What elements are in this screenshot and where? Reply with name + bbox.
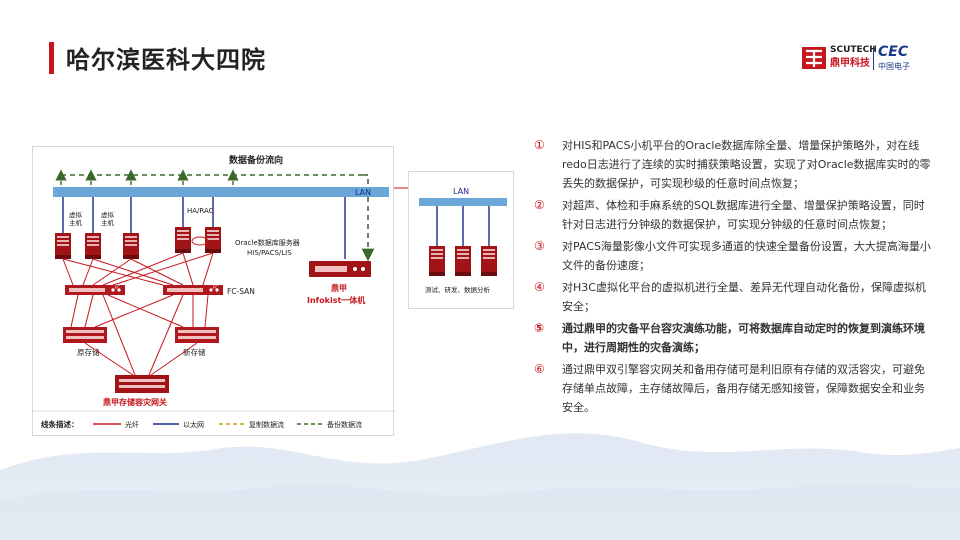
infokist-panel — [315, 266, 347, 272]
logo-partner-cn: 中国电子 — [878, 62, 910, 71]
virtual-host-label-1: 虚拟主机 — [69, 210, 83, 227]
logo-brand-cn: 鼎甲科技 — [830, 58, 870, 69]
gateway-label: 鼎甲存储容灾网关 — [103, 397, 167, 407]
fc-san-label: FC-SAN — [227, 287, 255, 296]
new-storage — [175, 327, 219, 343]
side-connector — [394, 187, 410, 189]
fc-label-left: FC — [115, 285, 120, 290]
list-item-text: 对超声、体检和手麻系统的SQL数据库进行全量、增量保护策略设置，同时针对日志进行… — [562, 199, 925, 231]
infokist-brand-label: 鼎甲 — [331, 283, 347, 293]
side-lan-bar — [419, 198, 507, 206]
logo-brand-en: SCUTECH — [830, 45, 877, 55]
server-virtual-2 — [85, 233, 101, 259]
virtual-host-label-2: 虚拟主机 — [101, 210, 115, 227]
side-server-2 — [455, 246, 471, 276]
his-pacs-lis-label: HIS/PACS/LIS — [247, 249, 292, 257]
dr-gateway — [115, 375, 169, 393]
legend-fiber-label: 光纤 — [125, 420, 139, 429]
list-item: ② 对超声、体检和手麻系统的SQL数据库进行全量、增量保护策略设置，同时针对日志… — [534, 196, 934, 234]
backup-flow-arrow-right — [361, 174, 375, 262]
oracle-server-label: Oracle数据库服务器 — [235, 238, 300, 247]
lan-label: LAN — [355, 188, 371, 197]
server-3 — [123, 233, 139, 259]
list-item: ① 对HIS和PACS小机平台的Oracle数据库除全量、增量保护策略外，对在线… — [534, 136, 934, 193]
architecture-diagram: 数据备份流向 LAN 虚拟主机 虚拟主机 HA/RAC — [32, 146, 395, 436]
list-item: ④ 对H3C虚拟化平台的虚拟机进行全量、差异无代理自动化备份，保障虚拟机安全； — [534, 278, 934, 316]
ha-link — [191, 236, 209, 246]
ha-rac-label: HA/RAC — [187, 207, 214, 215]
original-storage — [63, 327, 107, 343]
background-mountains — [0, 433, 960, 540]
company-logo: SCUTECH 鼎甲科技 CEC 中国电子 — [800, 44, 920, 72]
infokist-light-1 — [353, 267, 357, 271]
list-item-text: 通过鼎甲的灾备平台容灾演练功能，可将数据库自动定时的恢复到演练环境中，进行周期性… — [562, 322, 925, 354]
side-server-1 — [429, 246, 445, 276]
side-lan-label: LAN — [453, 187, 469, 196]
test-env-diagram: LAN 测试、研发、数据分析 — [408, 171, 514, 309]
original-storage-label: 原存储 — [77, 347, 100, 357]
list-item: ⑥ 通过鼎甲双引擎容灾网关和备用存储可是利旧原有存储的双活容灾，可避免存储单点故… — [534, 360, 934, 417]
logo-separator — [873, 46, 874, 70]
list-item-text: 对PACS海量影像小文件可实现多通道的快速全量备份设置，大大提高海量小文件的备份… — [562, 240, 931, 272]
list-item-number: ⑥ — [534, 362, 545, 376]
side-caption: 测试、研发、数据分析 — [425, 285, 491, 294]
infokist-light-2 — [361, 267, 365, 271]
side-server-3 — [481, 246, 497, 276]
legend-backup-label: 备份数据流 — [327, 420, 362, 429]
list-item-number: ③ — [534, 239, 545, 253]
server-virtual-1 — [55, 233, 71, 259]
list-item: ⑤ 通过鼎甲的灾备平台容灾演练功能，可将数据库自动定时的恢复到演练环境中，进行周… — [534, 319, 934, 357]
list-item-text: 通过鼎甲双引擎容灾网关和备用存储可是利旧原有存储的双活容灾，可避免存储单点故障，… — [562, 363, 925, 414]
scutech-logo-icon — [802, 47, 826, 69]
legend-title: 线条描述： — [41, 419, 79, 429]
list-item-text: 对H3C虚拟化平台的虚拟机进行全量、差异无代理自动化备份，保障虚拟机安全； — [562, 281, 926, 313]
infokist-name-label: Infokist一体机 — [307, 295, 365, 305]
list-item-number: ④ — [534, 280, 545, 294]
page-title: 哈尔滨医科大四院 — [66, 46, 266, 74]
list-item-number: ① — [534, 138, 545, 152]
list-item-number: ② — [534, 198, 545, 212]
lan-bar — [53, 187, 389, 197]
legend-replicate-label: 复制数据流 — [249, 420, 284, 429]
server-ha-1 — [175, 227, 191, 253]
new-storage-label: 新存储 — [183, 347, 206, 357]
list-item-text: 对HIS和PACS小机平台的Oracle数据库除全量、增量保护策略外，对在线re… — [562, 139, 931, 190]
legend-ethernet-label: 以太网 — [183, 420, 204, 429]
feature-list: ① 对HIS和PACS小机平台的Oracle数据库除全量、增量保护策略外，对在线… — [534, 136, 934, 420]
list-item-number: ⑤ — [534, 321, 545, 335]
title-accent-bar — [49, 42, 54, 74]
flow-title: 数据备份流向 — [229, 154, 283, 166]
fc-label-right: FC — [213, 285, 218, 290]
logo-partner-en: CEC — [878, 44, 909, 60]
list-item: ③ 对PACS海量影像小文件可实现多通道的快速全量备份设置，大大提高海量小文件的… — [534, 237, 934, 275]
